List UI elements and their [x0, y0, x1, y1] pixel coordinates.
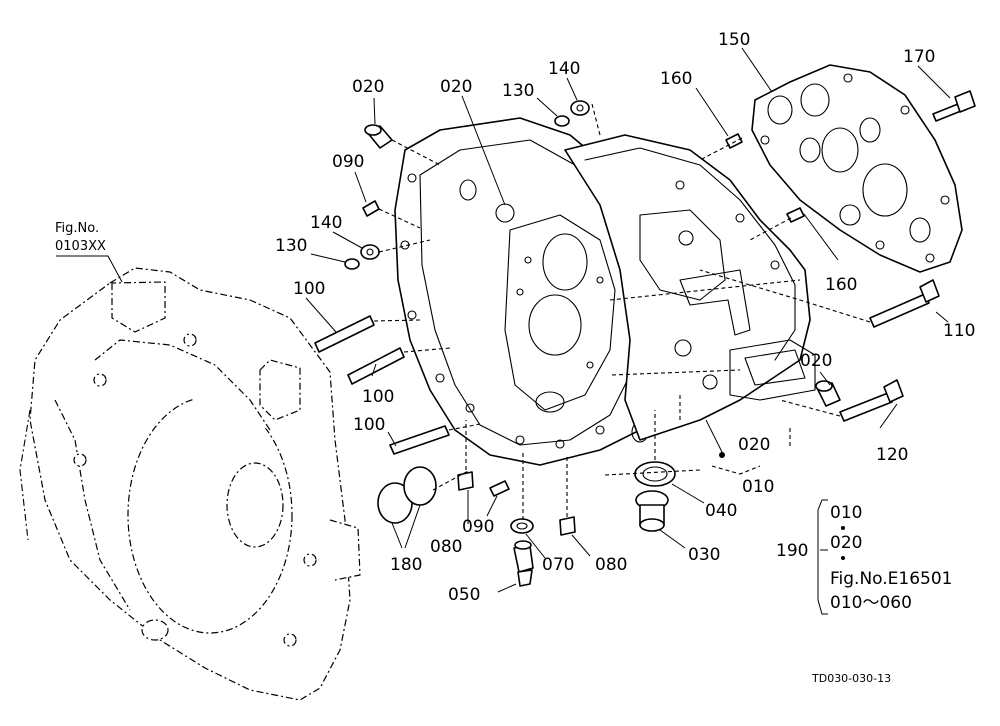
bolt-110 [869, 279, 940, 328]
label-170: 170 [903, 47, 935, 67]
label-150: 150 [718, 30, 750, 50]
washer-130-a [554, 115, 570, 127]
kit-line2: 020 [830, 533, 862, 553]
washer-070 [510, 518, 534, 534]
label-090-lower: 090 [462, 517, 494, 537]
label-020-top: 020 [440, 77, 472, 97]
label-020-kit: 020 [738, 435, 770, 455]
dowel-sleeve-020-b [815, 380, 841, 407]
label-010: 010 [742, 477, 774, 497]
kit-line1: 010 [830, 503, 862, 523]
plug-180 [377, 466, 437, 524]
label-070: 070 [542, 555, 574, 575]
kit-line4: 010～060 [830, 593, 912, 613]
label-080-left: 080 [430, 537, 462, 557]
stud-100-a [314, 315, 375, 353]
engine-housing-phantom [19, 267, 361, 701]
kit-breakdown: 190 010 020 Fig.No.E16501 010～060 [776, 503, 953, 613]
kit-marker-dot [719, 452, 725, 458]
stud-100-c [389, 425, 450, 455]
reference-figure-label: Fig.No. 0103XX [55, 221, 106, 254]
label-130-left: 130 [275, 236, 307, 256]
drain-plug-030 [635, 490, 669, 532]
stud-100-b [347, 347, 405, 385]
dowel-sleeve-020-a [364, 124, 393, 149]
label-110: 110 [943, 321, 975, 341]
pin-160-a [725, 133, 743, 149]
ref-figure-line2: 0103XX [55, 239, 106, 254]
pin-160-b [786, 207, 805, 223]
kit-line3: Fig.No.E16501 [830, 569, 953, 589]
label-040: 040 [705, 501, 737, 521]
alignment-lines [373, 103, 871, 520]
label-140-top: 140 [548, 59, 580, 79]
label-050: 050 [448, 585, 480, 605]
label-080-right: 080 [595, 555, 627, 575]
label-100-lower: 100 [353, 415, 385, 435]
bolt-120 [839, 379, 904, 422]
ref-figure-line1: Fig.No. [55, 221, 99, 236]
label-130-top: 130 [502, 81, 534, 101]
drawing-code: TD030-030-13 [811, 672, 891, 685]
callout-labels: 020 020 130 140 160 150 170 090 140 130 … [275, 30, 975, 605]
label-140-left: 140 [310, 213, 342, 233]
pin-090-a [362, 200, 380, 217]
plug-080-b [559, 516, 576, 536]
label-160-right: 160 [825, 275, 857, 295]
pin-090-b [489, 480, 510, 497]
leader-lines [56, 47, 951, 615]
label-020-right: 020 [800, 351, 832, 371]
washer-130-b [344, 258, 360, 270]
nut-140-a [570, 100, 590, 116]
kit-list-dot-1 [841, 526, 845, 530]
kit-list-dot-2 [841, 556, 845, 560]
label-160-top: 160 [660, 69, 692, 89]
label-030: 030 [688, 545, 720, 565]
label-180: 180 [390, 555, 422, 575]
label-100-middle: 100 [362, 387, 394, 407]
label-090-upper: 090 [332, 152, 364, 172]
cover-plate [751, 64, 963, 273]
kit-number: 190 [776, 541, 808, 561]
transmission-case [564, 134, 816, 441]
plug-080-a [457, 471, 474, 491]
nut-140-b [360, 244, 380, 260]
label-120: 120 [876, 445, 908, 465]
label-100-upper: 100 [293, 279, 325, 299]
valve-050 [513, 540, 534, 587]
seal-040 [634, 461, 676, 487]
label-020-top-left: 020 [352, 77, 384, 97]
bolt-170 [932, 90, 976, 122]
clutch-housing [394, 117, 666, 466]
